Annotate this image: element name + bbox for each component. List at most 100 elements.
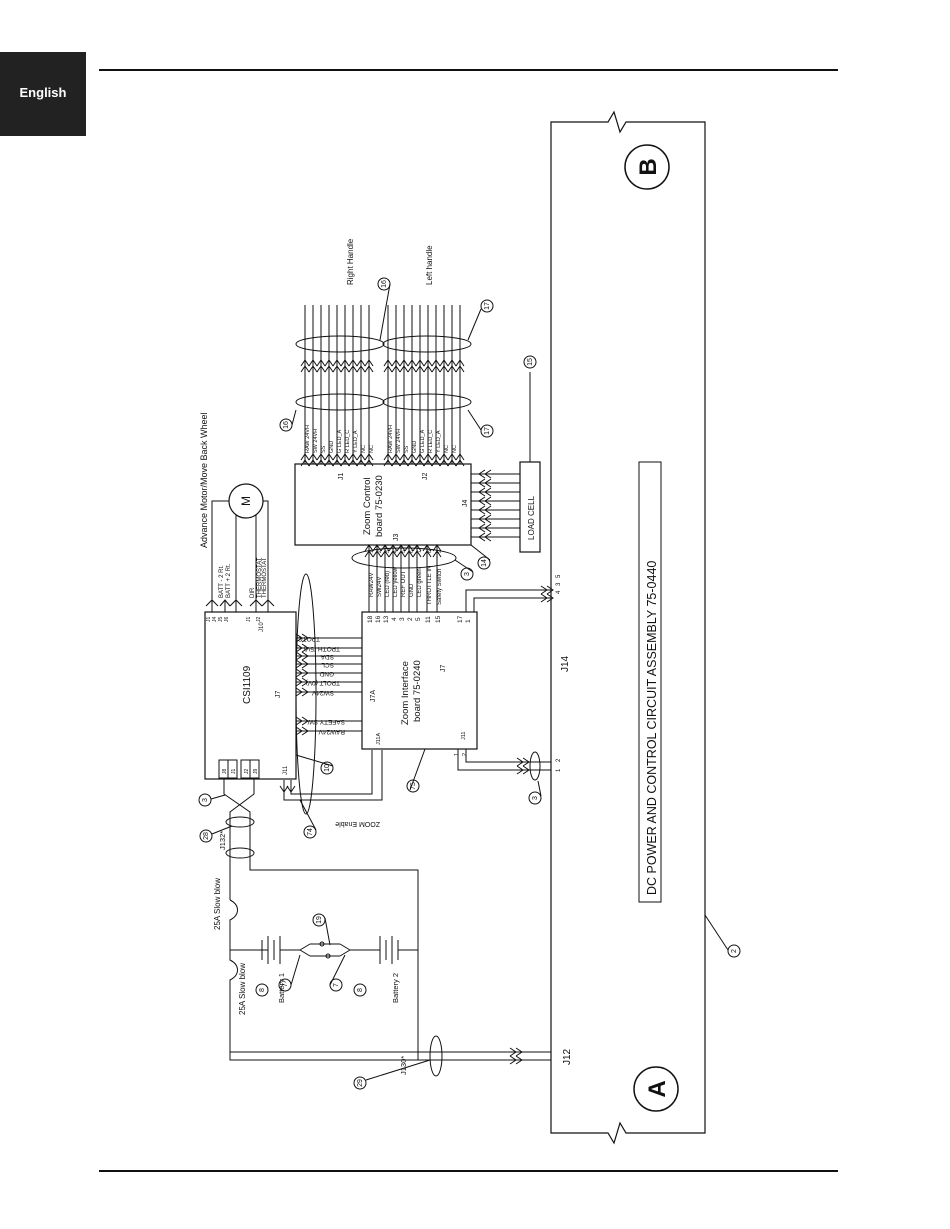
motor-wire-labels: BATT - 2 Rt. BATT + 2 Rt. DIR THERMOSTAT… (219, 557, 268, 598)
j14-pin: 5 (556, 574, 562, 578)
callout-3: 3 (528, 791, 542, 805)
motor-pin-label: J4 (212, 617, 218, 623)
j1-signal-label: R LED_C (345, 430, 351, 453)
j3-pin: 8 (427, 550, 433, 553)
callouts: 2 3 3 3 7 7 8 8 10 14 15 16 16 17 17 19 … (198, 277, 741, 1090)
motor-pin-label: J6 (224, 617, 230, 623)
callout-number: 19 (316, 916, 323, 924)
j3-signal-label: GND (409, 583, 415, 597)
j3-pin: 6 (409, 550, 415, 553)
interface-pin: 5 (415, 617, 422, 621)
callout-number: 75 (410, 782, 417, 790)
j3-signal-label: LED green (417, 568, 423, 597)
j3-signal-label: SW24V (377, 577, 383, 597)
csi-pin-label: J8 (222, 769, 228, 775)
bottom-rule (99, 1170, 838, 1172)
j1-signal-label: RAW 24VH (305, 425, 311, 453)
motor-wire-label: DIR (250, 587, 256, 598)
j3-signal-label: Safety Switch (437, 569, 443, 605)
j2-signal-label: NC (444, 445, 450, 453)
csi-pin-label: J2 (244, 769, 250, 775)
control-j3-label: J3 (393, 534, 400, 542)
j1-signal-labels: RAW 24VH SW 24VH SS GND G LED_A R LED_C … (305, 425, 375, 453)
csi-controller: CSI1109 J7 J10 J11 J8 J1 J2 J9 (204, 611, 297, 780)
control-name-line2: board 75-0230 (374, 475, 385, 537)
motor-pin-label: J1 (206, 617, 212, 623)
interface-pin: 16 (375, 615, 382, 623)
j3-signal-label: THROTTLE IN (427, 566, 433, 605)
j3-pin: 7 (417, 550, 423, 553)
interface-pin: 11 (425, 616, 432, 623)
j2-signal-label: RAW 24VH (388, 425, 394, 453)
disconnect-switch (299, 941, 380, 959)
control-j4-label: J4 (462, 500, 469, 508)
battery-1-label: Battery 1 (277, 973, 286, 1003)
control-name-line1: Zoom Control (362, 477, 373, 535)
callout-74: 74 (303, 825, 317, 839)
fuse-2-label: 25A Slow blow (238, 963, 247, 1015)
interface-pin-numbers: 18 16 13 4 3 2 5 11 15 17 1 1 2 (367, 615, 472, 756)
j14-wiring (465, 585, 554, 612)
motor: M (211, 483, 269, 600)
j2-signal-label: GND (412, 441, 418, 453)
csi-j11-label: J11 (283, 765, 289, 775)
motor-connector-arrows (205, 599, 275, 612)
callout-number: 8 (357, 988, 364, 992)
callout-number: 3 (202, 798, 209, 802)
battery-1 (261, 936, 300, 964)
csi-j10-label: J10 (259, 622, 265, 632)
j14-pin: 3 (556, 582, 562, 586)
power-wiring (223, 778, 551, 1077)
interface-j11a-label: J11A (376, 733, 382, 745)
csi-signal-label: TPOTC (298, 635, 320, 642)
j12-label: J12 (562, 1048, 573, 1065)
j14-pin: 4 (556, 590, 562, 594)
control-board: Zoom Control board 75-0230 J1 J2 J3 J4 (294, 463, 472, 546)
interface-pin: 3 (399, 617, 406, 621)
callout-number: 17 (484, 302, 491, 310)
csi-signal-label: GND (319, 670, 334, 677)
csi-signal-label: TPOLT (0V) (306, 679, 340, 686)
language-tab-label: English (19, 85, 67, 100)
motor-pin-label: J5 (218, 617, 224, 623)
callout-3: 3 (198, 793, 212, 807)
callout-17: 17 (480, 424, 494, 438)
j3-signal-label: LED yellow (393, 566, 399, 597)
callout-number: 3 (464, 572, 471, 576)
fuse-1-label: 25A Slow blow (213, 878, 222, 930)
j3-signal-labels: RAW24V SW24V LED (red) LED yellow REF OU… (369, 566, 443, 605)
block-b-marker: B (624, 144, 670, 190)
block-a-letter: A (644, 1080, 671, 1097)
j2-signal-label: SS (404, 445, 410, 453)
j12-pin: 1 (556, 768, 562, 772)
j2-signal-label: SW 24VH (396, 429, 402, 453)
j3-pin-numbers: 1 2 3 4 5 6 7 8 9 (369, 550, 443, 553)
load-cell-label: LOAD CELL (527, 495, 536, 540)
j3-pin: 5 (401, 550, 407, 553)
csi-signal-label: RAW24V (318, 728, 345, 735)
callout-number: 7 (282, 983, 289, 987)
callout-leaders (210, 283, 729, 1081)
interface-pin: 2 (407, 617, 414, 621)
callout-number: 14 (481, 559, 488, 567)
j1-signal-label: NC (361, 445, 367, 453)
interface-j7a-label: J7A (370, 690, 377, 702)
assembly-title-frame (638, 461, 662, 903)
motor-wire-label: BATT - 2 Rt. (219, 565, 225, 598)
battery-2-label: Battery 2 (391, 973, 400, 1003)
interface-pin: 17 (457, 615, 464, 623)
j1-signal-label: SS (321, 445, 327, 453)
interface-pin: 1 (454, 753, 460, 756)
j3-pin: 4 (393, 550, 399, 553)
j1-signal-label: G LED_A (337, 429, 343, 453)
callout-number: 7 (333, 983, 340, 987)
left-handle-wiring (382, 305, 472, 467)
csi-pin-label: J1 (231, 769, 237, 775)
csi-signal-label: SCL (321, 661, 334, 668)
j3-pin: 3 (385, 550, 391, 553)
interface-pin: 18 (367, 615, 374, 623)
assembly-title: DC POWER AND CONTROL CIRCUIT ASSEMBLY 75… (645, 561, 659, 895)
motor-label: Advance Motor/Move Back Wheel (199, 412, 209, 548)
block-b-letter: B (635, 158, 662, 175)
